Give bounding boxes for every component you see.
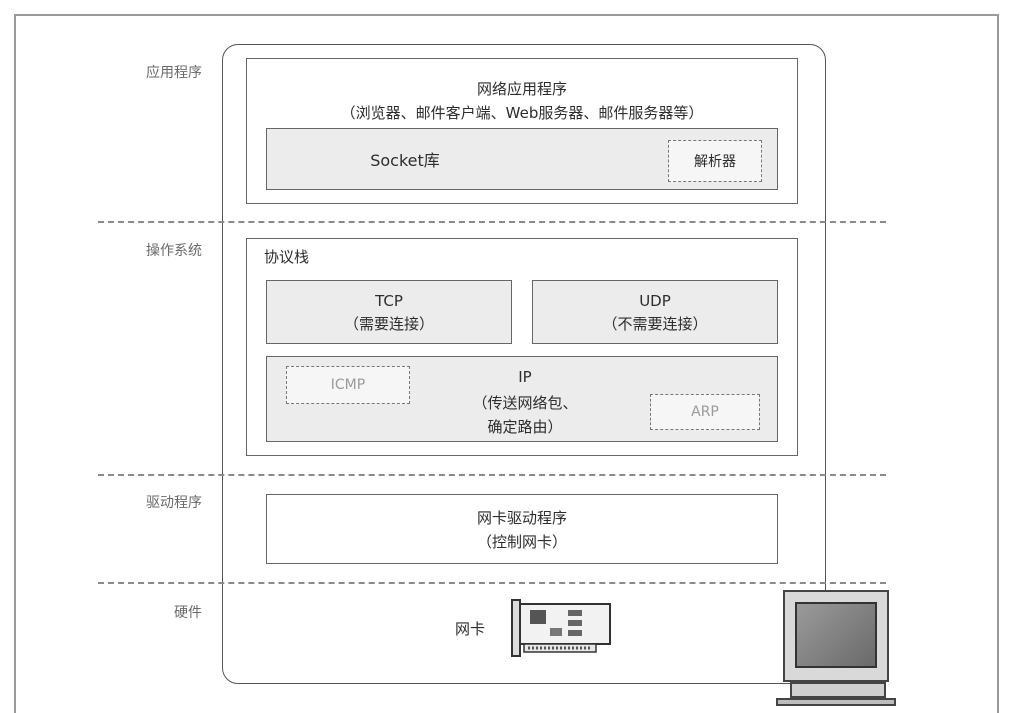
divider-os-driver — [98, 474, 886, 476]
protocol-stack-title: 协议栈 — [264, 248, 310, 266]
resolver-box: 解析器 — [668, 140, 762, 182]
tcp-box — [266, 280, 512, 344]
divider-driver-hardware — [98, 582, 886, 584]
driver-title: 网卡驱动程序 — [476, 509, 567, 527]
udp-description: （不需要连接） — [602, 315, 708, 333]
icmp-box: ICMP — [286, 366, 410, 404]
layer-label-hardware: 硬件 — [174, 605, 202, 621]
tcp-description: （需要连接） — [343, 315, 434, 333]
ip-label: IP — [518, 368, 532, 386]
socket-library-label: Socket库 — [370, 151, 440, 170]
ip-description-2: 确定路由） — [487, 418, 563, 436]
frame-right-border — [997, 14, 999, 713]
nic-label: 网卡 — [454, 620, 485, 638]
layer-label-application: 应用程序 — [146, 65, 202, 81]
divider-app-os — [98, 221, 886, 223]
arp-box: ARP — [650, 394, 760, 430]
application-examples: （浏览器、邮件客户端、Web服务器、邮件服务器等） — [340, 104, 704, 122]
frame-left-border — [14, 14, 16, 713]
monitor-base — [776, 698, 896, 706]
udp-label: UDP — [639, 292, 671, 310]
computer-monitor-icon — [783, 590, 889, 682]
tcp-label: TCP — [375, 292, 403, 310]
layer-label-driver: 驱动程序 — [146, 495, 202, 511]
udp-box — [532, 280, 778, 344]
network-card-icon — [510, 598, 614, 660]
frame-top-border — [14, 14, 999, 16]
driver-box — [266, 494, 778, 564]
monitor-screen — [795, 602, 877, 668]
layer-label-os: 操作系统 — [146, 243, 202, 259]
ip-description-1: （传送网络包、 — [472, 394, 578, 412]
application-title: 网络应用程序 — [476, 80, 567, 98]
monitor-stand — [790, 682, 886, 698]
driver-description: （控制网卡） — [476, 533, 567, 551]
